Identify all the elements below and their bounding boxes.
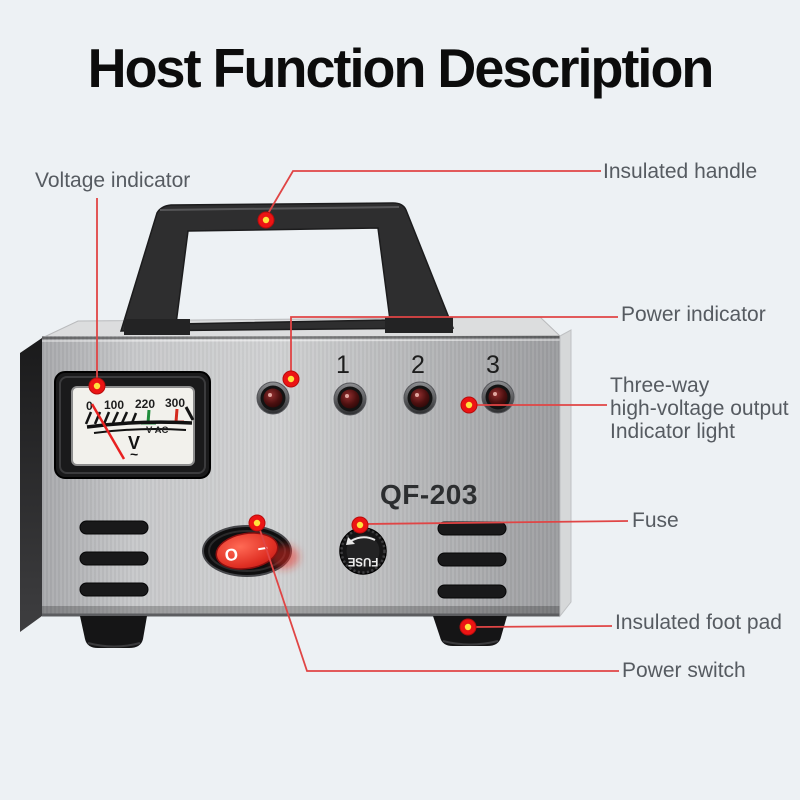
power-switch-label: Power switch	[622, 659, 746, 682]
page-title: Host Function Description	[87, 37, 715, 99]
insulated-handle-label: Insulated handle	[603, 160, 758, 183]
three-way-line-3: Indicator light	[610, 420, 735, 443]
three-way-output-label: Three-way high-voltage output Indicator …	[610, 374, 789, 443]
indicator-lights: 1 2 3	[256, 351, 515, 416]
callout-line-fuse	[363, 520, 629, 525]
callout-dot-three-way	[460, 396, 478, 414]
callout-dot-foot	[459, 618, 477, 636]
output-light-2	[403, 381, 437, 415]
switch-off-symbol: O	[223, 545, 239, 566]
callout-line-power-switch	[258, 526, 619, 672]
meter-arc-2	[93, 428, 187, 434]
device-left-face	[20, 338, 42, 632]
three-way-line-1: Three-way	[610, 374, 710, 397]
power-indicator-label: Power indicator	[621, 303, 766, 326]
foot-left	[80, 616, 147, 648]
fuse-arrow	[350, 536, 376, 542]
meter-tick-220: 220	[135, 397, 155, 411]
meter-arc-1	[86, 420, 193, 429]
handle-foot-right	[385, 317, 453, 333]
meter-wave: ~	[130, 446, 138, 462]
callout-lines	[96, 170, 629, 672]
insulated-foot-pad-label: Insulated foot pad	[615, 611, 782, 634]
voltage-meter: 0 100 220 300 V AC	[54, 371, 211, 479]
right-vent	[437, 521, 507, 599]
three-way-line-2: high-voltage output	[610, 397, 789, 420]
rocker: O −	[215, 532, 279, 570]
model-label: QF-203	[380, 479, 478, 510]
meter-unit: V AC	[146, 425, 168, 436]
callout-line-foot-pad	[471, 625, 613, 628]
meter-tick-300: 300	[165, 396, 185, 410]
fuse-holder: FUSE	[339, 527, 387, 575]
handle-highlight	[159, 206, 400, 211]
switch-on-symbol: −	[256, 538, 270, 559]
voltage-indicator-label: Voltage indicator	[35, 169, 191, 192]
meter-face	[71, 386, 195, 466]
meter-tick-0: 0	[86, 399, 93, 413]
fuse-cap-label: FUSE	[347, 555, 378, 567]
meter-hatch-ticks	[84, 411, 138, 425]
output-light-3	[481, 380, 515, 414]
device-right-face	[559, 329, 572, 618]
output-number-2: 2	[411, 351, 425, 379]
insulated-handle	[119, 202, 455, 335]
output-number-1: 1	[336, 351, 350, 379]
output-light-1	[333, 382, 367, 416]
meter-symbol: V	[128, 433, 140, 453]
callout-dot-meter	[88, 377, 106, 395]
callout-dot-fuse	[351, 516, 369, 534]
callout-line-power-indicator	[290, 316, 618, 376]
power-indicator-light	[256, 381, 290, 415]
meter-tick-100: 100	[104, 398, 124, 412]
meter-needle	[90, 403, 126, 460]
callout-dot-switch	[248, 514, 266, 532]
callout-dot-handle	[257, 211, 275, 229]
power-switch: O −	[202, 525, 299, 577]
output-number-3: 3	[486, 351, 500, 379]
callout-dot-power-indicator	[282, 370, 300, 388]
handle-foot-left	[124, 319, 190, 335]
fuse-label: Fuse	[632, 509, 679, 532]
callout-dots	[88, 211, 478, 636]
left-vent	[79, 520, 149, 597]
callout-line-insulated-handle	[265, 170, 601, 218]
